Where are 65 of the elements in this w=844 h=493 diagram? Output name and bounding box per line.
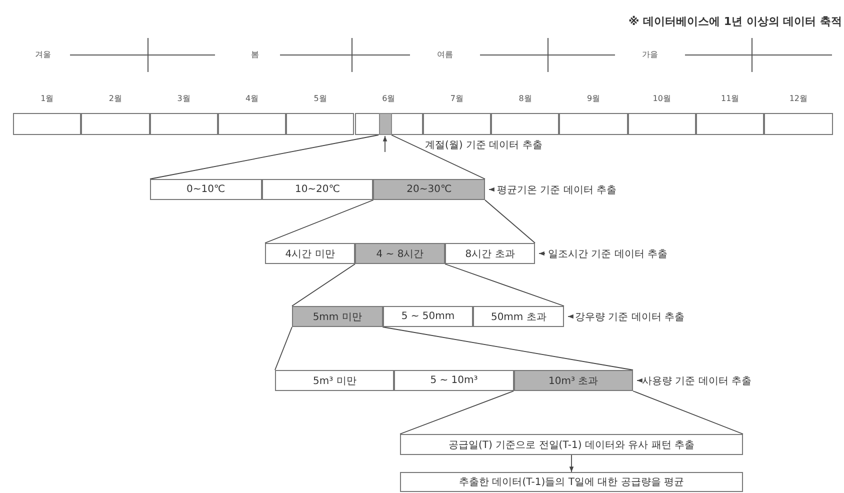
range-cell: 5 ~ 10m³ [394,370,514,391]
criterion-label: 평균기온 기준 데이터 추출 [497,179,667,200]
month-label: 5월 [312,93,328,104]
month-cell [354,113,423,135]
month-cell [81,113,150,135]
arrow [382,136,388,152]
zoom-line [400,390,514,434]
selected-cell: 20~30℃ [373,179,485,200]
month-cell [218,113,286,135]
month-label: 8월 [518,93,533,104]
caption-text: 계절(월) 기준 데이터 추출 [425,139,542,152]
month-cell [150,113,218,135]
range-cell: 5m³ 미만 [275,370,394,391]
month-label: 1월 [40,93,55,104]
season-label: 가을 [641,49,659,60]
month-cell [696,113,764,135]
month-label: 6월 [381,93,396,104]
month-cell [13,113,82,135]
selected-cell: 10m³ 초과 [514,370,633,391]
season-label: 여름 [436,49,454,60]
range-cell: 추출한 데이터(T-1)들의 T일에 대한 공급량을 평균 [400,472,743,492]
zoom-line [632,390,744,434]
selected-cell [378,113,392,135]
range-cell: 4시간 미만 [265,243,355,264]
month-cell [491,113,560,135]
month-label: 7월 [449,93,464,104]
zoom-line [150,134,379,180]
range-cell: 8시간 초과 [445,243,535,264]
range-cell: 50mm 초과 [473,306,564,327]
month-label: 4월 [244,93,260,104]
arrow [538,251,546,256]
zoom-line [264,200,374,244]
zoom-line [382,326,634,370]
zoom-line [484,200,536,244]
range-cell: 0~10℃ [150,179,262,200]
month-label: 11월 [720,93,740,104]
month-cell [286,113,354,135]
arrow [636,378,642,383]
month-label: 12월 [788,93,809,104]
note-text: ※ 데이터베이스에 1년 이상의 데이터 축적 [628,14,842,29]
criterion-label: 사용량 기준 데이터 추출 [642,370,812,391]
range-cell: 10~20℃ [262,179,374,200]
season-label: 봄 [250,49,260,60]
month-cell [422,113,492,135]
month-label: 3월 [176,93,192,104]
range-cell: 공급일(T) 기준으로 전일(T-1) 데이터와 유사 패턴 추출 [400,434,743,455]
selected-cell: 5mm 미만 [292,306,383,327]
month-cell [559,113,628,135]
month-cell [628,113,696,135]
month-cell [764,113,833,135]
arrow [569,454,574,472]
month-label: 9월 [586,93,602,104]
month-label: 2월 [108,93,123,104]
zoom-line [444,264,564,306]
criterion-label: 강우량 기준 데이터 추출 [575,306,745,327]
arrow [488,187,494,192]
criterion-label: 일조시간 기준 데이터 추출 [548,243,718,264]
zoom-line [292,264,356,306]
season-label: 겨울 [34,49,52,60]
arrow [568,314,574,319]
month-label: 10월 [652,93,672,104]
range-cell: 5 ~ 50mm [382,306,474,327]
zoom-line [274,326,292,370]
selected-cell: 4 ~ 8시간 [355,243,445,264]
zoom-line [391,134,486,180]
